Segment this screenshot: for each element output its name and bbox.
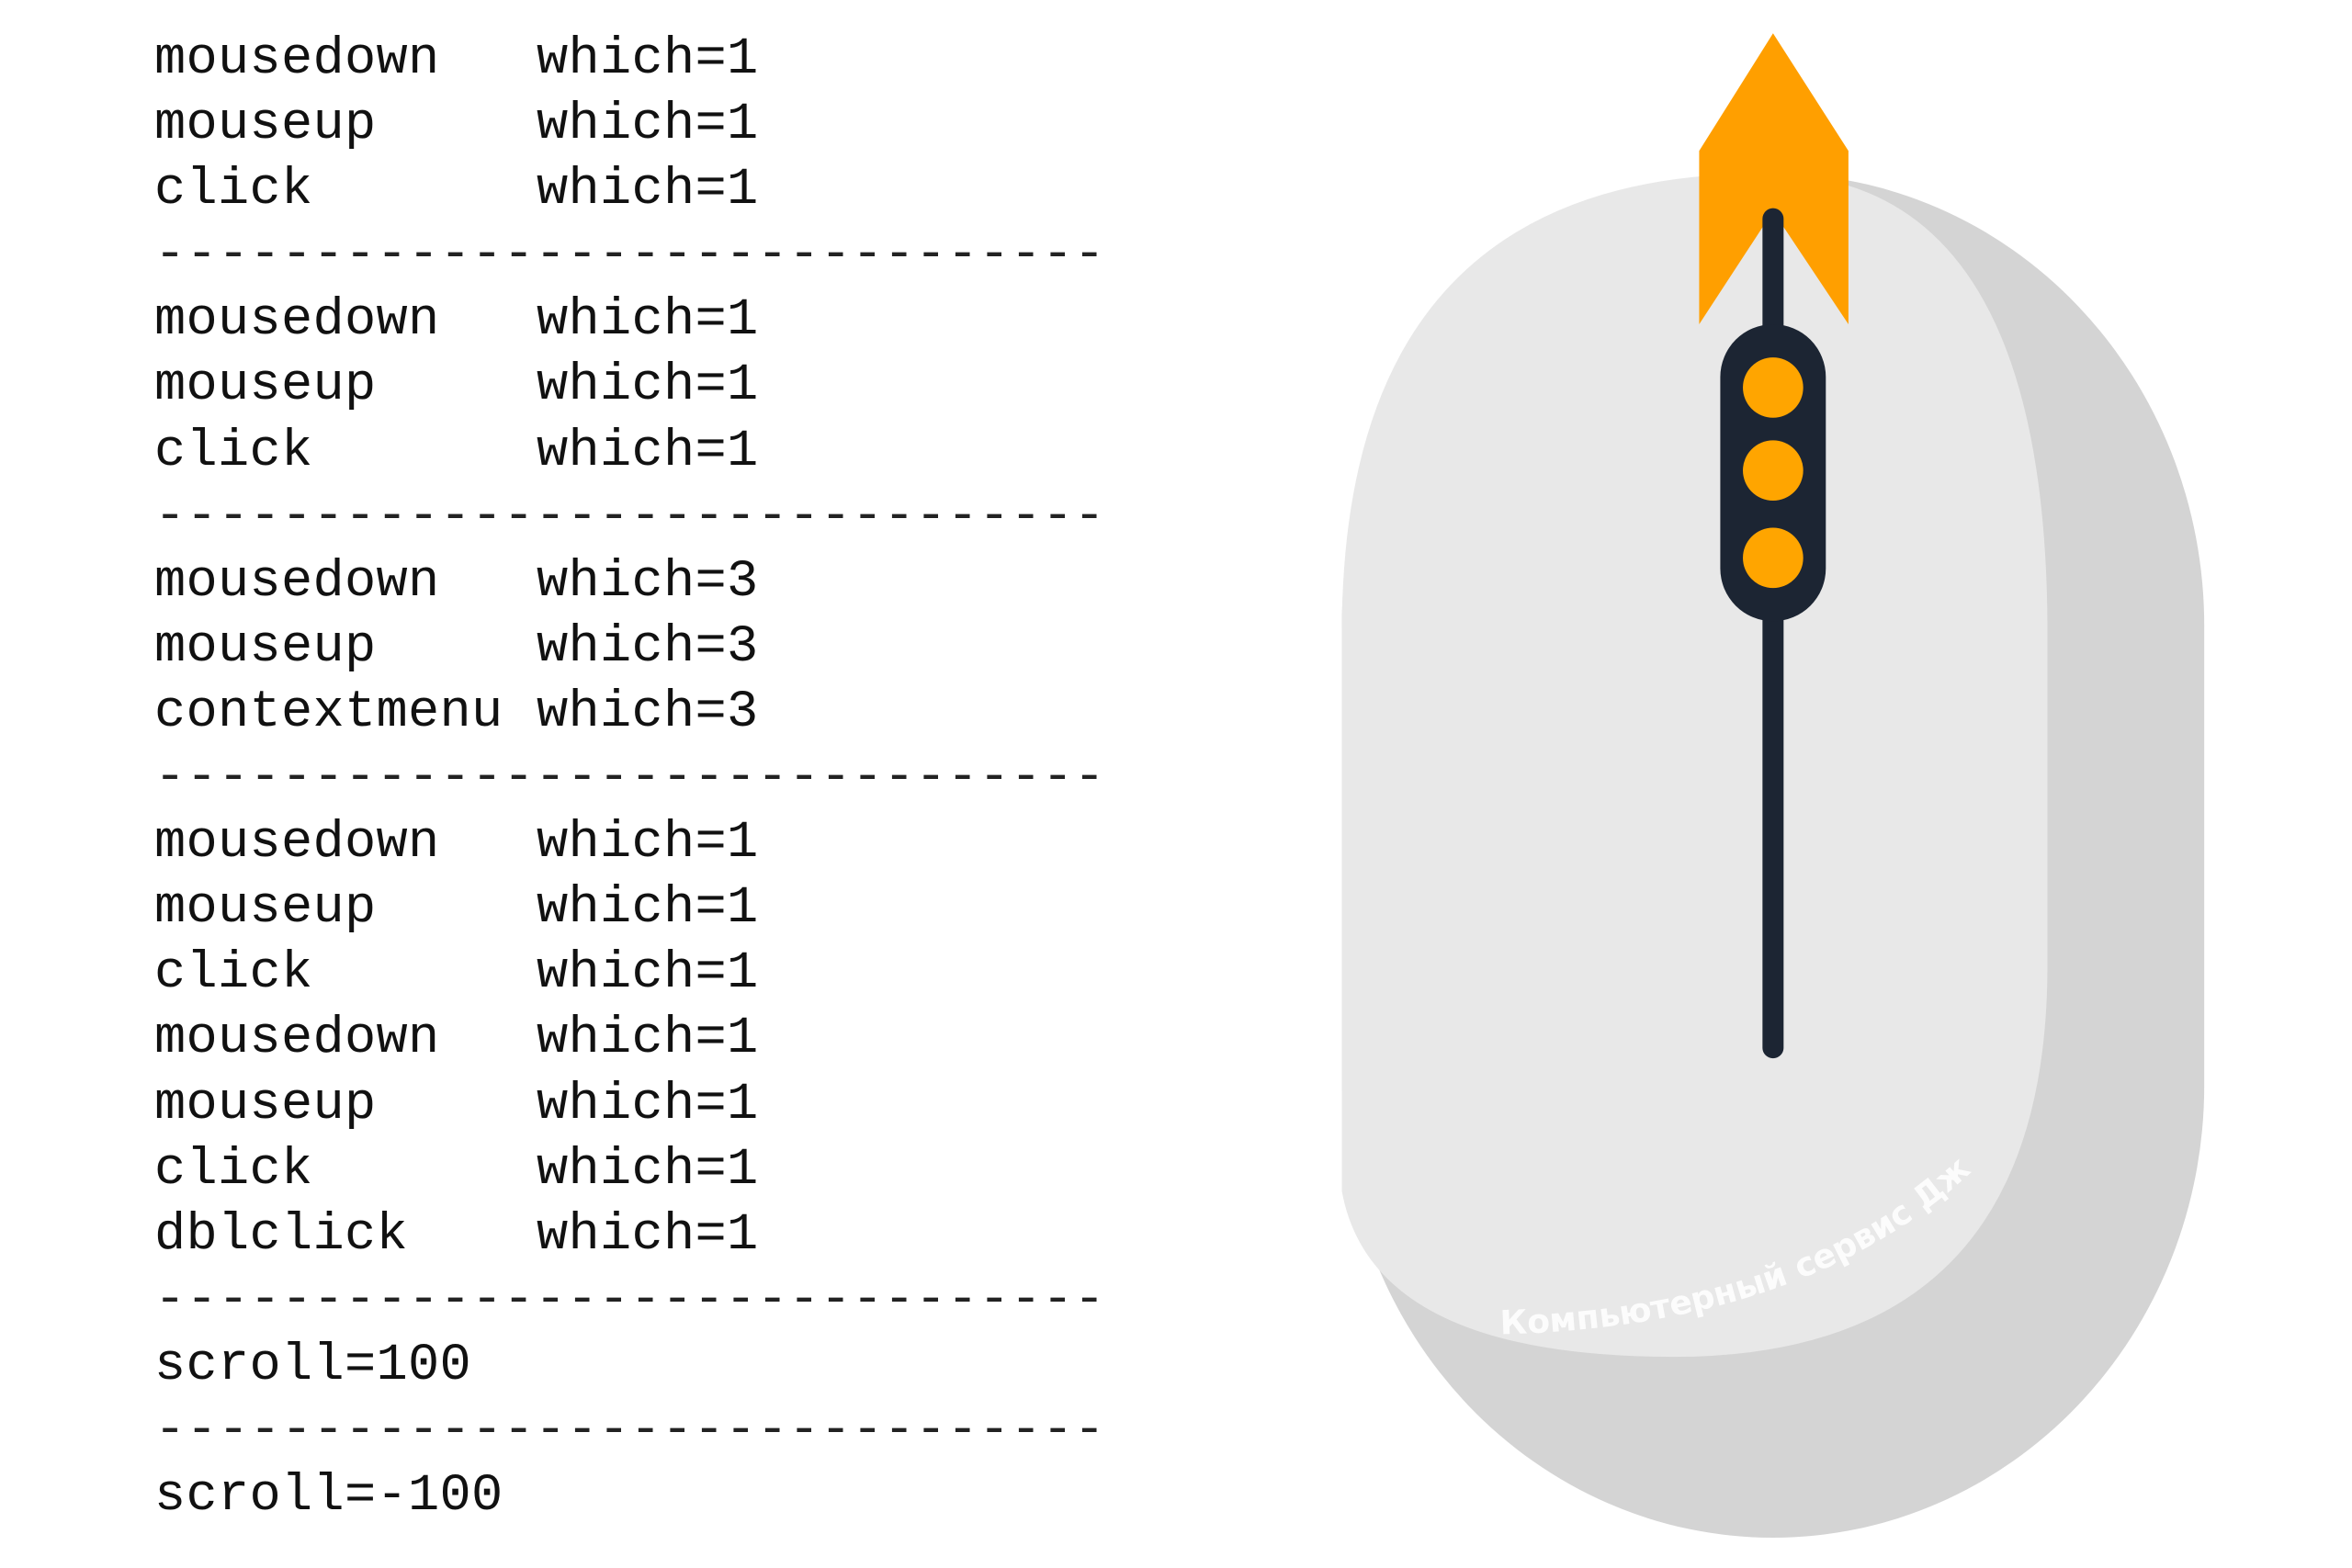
event-which: which=1 xyxy=(537,879,759,939)
event-which: which=1 xyxy=(537,1075,759,1134)
event-name: mousedown xyxy=(154,552,440,612)
log-row: click which=1 xyxy=(154,420,1105,485)
separator-line: ------------------------------ xyxy=(154,1270,1106,1330)
log-row: click which=1 xyxy=(154,1138,1105,1203)
log-row: mousedown which=1 xyxy=(154,288,1105,354)
event-name: click xyxy=(154,1140,313,1200)
wheel-dot xyxy=(1743,440,1804,501)
event-which: which=1 xyxy=(537,422,759,481)
event-name: contextmenu xyxy=(154,682,503,742)
log-row: scroll=-100 xyxy=(154,1464,1105,1529)
event-which: which=1 xyxy=(537,1140,759,1200)
log-separator: ------------------------------ xyxy=(154,1269,1105,1334)
event-which: which=1 xyxy=(537,944,759,1004)
log-row: click which=1 xyxy=(154,942,1105,1007)
wheel-dot xyxy=(1743,357,1804,418)
log-row: mouseup which=3 xyxy=(154,615,1105,681)
separator-line: ------------------------------ xyxy=(154,487,1106,547)
event-which: which=3 xyxy=(537,617,759,677)
event-name: click xyxy=(154,161,313,220)
event-name: mousedown xyxy=(154,814,440,874)
log-row: click which=1 xyxy=(154,158,1105,223)
event-which: which=1 xyxy=(537,356,759,416)
log-row: mouseup which=1 xyxy=(154,354,1105,419)
event-name: click xyxy=(154,422,313,481)
log-separator: ------------------------------ xyxy=(154,746,1105,811)
event-name: mousedown xyxy=(154,291,440,351)
log-separator: ------------------------------ xyxy=(154,223,1105,288)
event-name: scroll=100 xyxy=(154,1336,472,1395)
log-row: scroll=100 xyxy=(154,1334,1105,1399)
event-name: mouseup xyxy=(154,617,377,677)
event-name: mousedown xyxy=(154,1010,440,1069)
event-which: which=3 xyxy=(537,552,759,612)
log-row: mouseup which=1 xyxy=(154,1073,1105,1138)
separator-line: ------------------------------ xyxy=(154,226,1106,286)
log-row: mousedown which=1 xyxy=(154,811,1105,876)
separator-line: ------------------------------ xyxy=(154,1401,1106,1461)
wheel-dot xyxy=(1743,527,1804,589)
event-name: mouseup xyxy=(154,96,377,155)
log-separator: ------------------------------ xyxy=(154,1399,1105,1464)
event-log: mousedown which=1 mouseup which=1 click which… xyxy=(154,28,1105,1529)
event-name: mouseup xyxy=(154,879,377,939)
log-row: contextmenu which=3 xyxy=(154,681,1105,746)
mouse-body-face xyxy=(1341,173,2048,1358)
event-name: dblclick xyxy=(154,1205,409,1265)
event-which: which=3 xyxy=(537,682,759,742)
separator-line: ------------------------------ xyxy=(154,749,1106,808)
event-which: which=1 xyxy=(537,161,759,220)
log-separator: ------------------------------ xyxy=(154,485,1105,550)
event-name: mouseup xyxy=(154,356,377,416)
log-row: mouseup which=1 xyxy=(154,93,1105,158)
event-which: which=1 xyxy=(537,814,759,874)
log-row: mouseup which=1 xyxy=(154,876,1105,942)
event-name: scroll=-100 xyxy=(154,1467,503,1527)
event-which: which=1 xyxy=(537,30,759,89)
log-row: dblclick which=1 xyxy=(154,1203,1105,1269)
event-which: which=1 xyxy=(537,1010,759,1069)
log-row: mousedown which=1 xyxy=(154,1007,1105,1072)
event-name: click xyxy=(154,944,313,1004)
arrow-up-icon xyxy=(1699,33,1849,324)
event-which: which=1 xyxy=(537,291,759,351)
event-which: which=1 xyxy=(537,96,759,155)
event-name: mouseup xyxy=(154,1075,377,1134)
event-which: which=1 xyxy=(537,1205,759,1265)
log-row: mousedown which=3 xyxy=(154,550,1105,615)
log-row: mousedown which=1 xyxy=(154,28,1105,93)
event-name: mousedown xyxy=(154,30,440,89)
